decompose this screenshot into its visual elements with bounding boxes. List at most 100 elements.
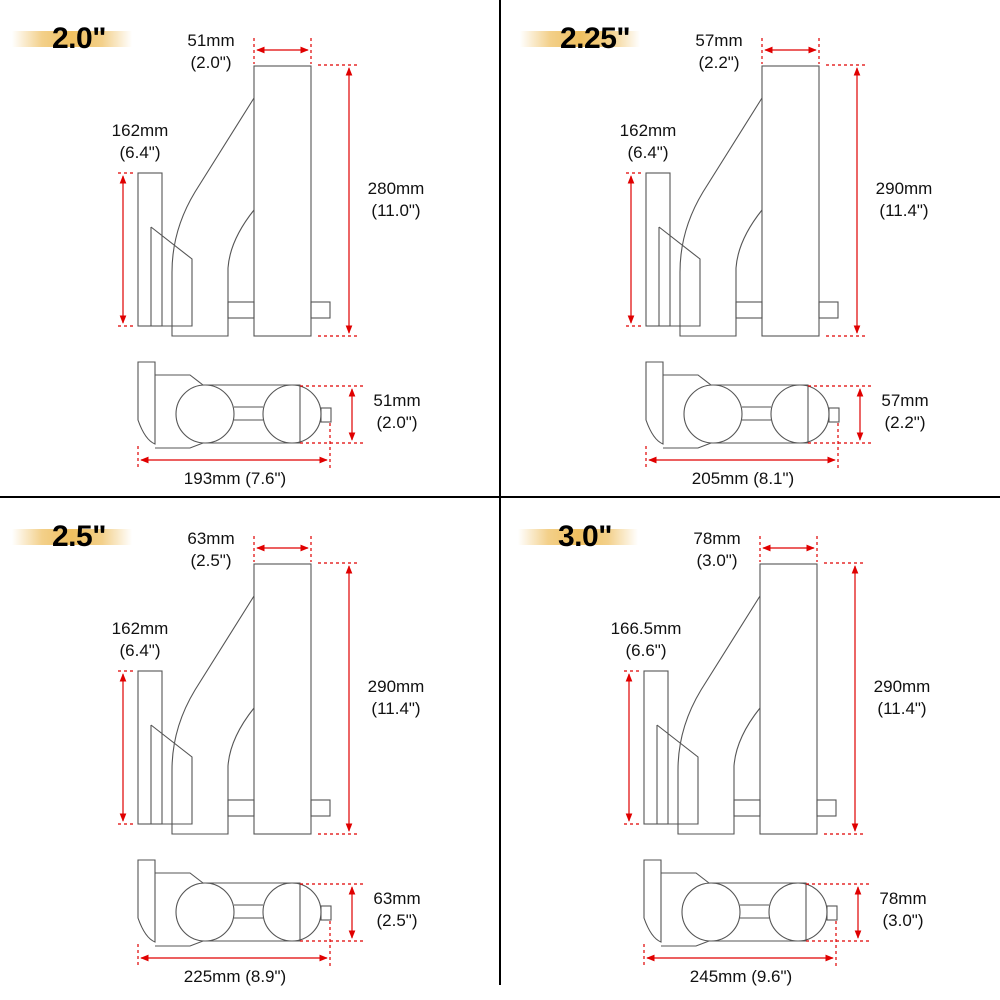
ball-1 <box>175 384 235 444</box>
height-label: 280mm (11.0") <box>356 178 436 222</box>
height-label: 290mm (11.4") <box>864 178 944 222</box>
top-width-mm: 57mm <box>695 31 743 50</box>
quadrant-2-5: 2.5" 63mm (2.5") 290mm (11.4") 162mm (6.… <box>0 500 500 1000</box>
back-plate <box>137 670 163 825</box>
top-width-label: 78mm (3.0") <box>682 528 752 572</box>
pin <box>310 799 331 817</box>
side-width-label: 51mm (2.0") <box>362 390 432 434</box>
plate-height-in: (6.4") <box>119 641 161 660</box>
plate-height-label: 166.5mm (6.6") <box>596 618 696 662</box>
main-shank <box>253 563 312 835</box>
side-width-label: 78mm (3.0") <box>868 888 938 932</box>
main-shank <box>253 65 312 337</box>
drawing-2 <box>118 536 365 966</box>
plate-height-mm: 166.5mm <box>610 619 682 638</box>
pin <box>310 301 331 319</box>
gusset <box>679 97 763 337</box>
overall-length-label: 205mm (8.1") <box>658 468 828 490</box>
drawing-1 <box>626 38 873 468</box>
quadrant-3-0: 3.0" 78mm (3.0") 290mm (11.4") 166.5mm (… <box>500 500 1000 1000</box>
back-plate <box>643 670 669 825</box>
ball-2 <box>262 384 322 444</box>
side-width-mm: 63mm <box>373 889 421 908</box>
body-outline <box>661 872 807 947</box>
badge-glow <box>520 31 640 47</box>
side-width-in: (2.5") <box>376 911 418 930</box>
body-outline <box>663 374 809 449</box>
pin <box>816 799 837 817</box>
wedge <box>644 724 699 825</box>
height-in: (11.4") <box>371 699 421 718</box>
vertical-divider <box>499 0 501 985</box>
plate-height-label: 162mm (6.4") <box>90 120 190 164</box>
drawing-3 <box>624 536 871 966</box>
top-width-label: 51mm (2.0") <box>176 30 246 74</box>
height-in: (11.0") <box>371 201 421 220</box>
height-in: (11.4") <box>879 201 929 220</box>
side-width-in: (2.2") <box>884 413 926 432</box>
tow-plate <box>137 361 156 445</box>
body-outline <box>155 374 301 449</box>
pin <box>818 301 839 319</box>
height-label: 290mm (11.4") <box>862 676 942 720</box>
overall-length-label: 225mm (8.9") <box>150 966 320 988</box>
plate-height-mm: 162mm <box>111 121 169 140</box>
wedge <box>138 226 193 327</box>
hitch-size-label: 3.0" <box>558 520 612 553</box>
gusset <box>171 595 255 835</box>
ball-1 <box>683 384 743 444</box>
plate-height-label: 162mm (6.4") <box>598 120 698 164</box>
overall-length: 245mm (9.6") <box>689 967 793 986</box>
plate-height-mm: 162mm <box>111 619 169 638</box>
back-plate <box>137 172 163 327</box>
side-width-label: 63mm (2.5") <box>362 888 432 932</box>
badge-glow <box>518 529 638 545</box>
top-width-in: (2.5") <box>190 551 232 570</box>
hitch-size-label: 2.0" <box>52 22 106 55</box>
main-shank <box>759 563 818 835</box>
height-in: (11.4") <box>877 699 927 718</box>
side-width-mm: 57mm <box>881 391 929 410</box>
top-width-label: 63mm (2.5") <box>176 528 246 572</box>
height-mm: 290mm <box>873 677 931 696</box>
tow-plate <box>645 361 664 445</box>
quadrant-2-25: 2.25" 57mm (2.2") 290mm (11.4") 162mm (6… <box>500 0 1000 500</box>
ball-2 <box>770 384 830 444</box>
plate-height-in: (6.6") <box>625 641 667 660</box>
overall-length-label: 245mm (9.6") <box>656 966 826 988</box>
overall-length: 225mm (8.9") <box>183 967 287 986</box>
side-width-in: (3.0") <box>882 911 924 930</box>
top-width-label: 57mm (2.2") <box>684 30 754 74</box>
body-outline <box>155 872 301 947</box>
side-width-mm: 51mm <box>373 391 421 410</box>
top-width-in: (2.2") <box>698 53 740 72</box>
side-width-label: 57mm (2.2") <box>870 390 940 434</box>
main-shank <box>761 65 820 337</box>
plate-height-in: (6.4") <box>119 143 161 162</box>
top-width-mm: 78mm <box>693 529 741 548</box>
gusset <box>171 97 255 337</box>
wedge <box>138 724 193 825</box>
hitch-size-label: 2.25" <box>560 22 631 55</box>
height-mm: 290mm <box>875 179 933 198</box>
height-mm: 280mm <box>367 179 425 198</box>
overall-length: 205mm (8.1") <box>691 469 795 488</box>
badge-glow <box>12 529 132 545</box>
badge-glow <box>12 31 132 47</box>
overall-length: 193mm (7.6") <box>183 469 287 488</box>
top-width-mm: 63mm <box>187 529 235 548</box>
back-plate <box>645 172 671 327</box>
top-width-mm: 51mm <box>187 31 235 50</box>
side-width-in: (2.0") <box>376 413 418 432</box>
top-width-in: (2.0") <box>190 53 232 72</box>
top-width-in: (3.0") <box>696 551 738 570</box>
plate-height-mm: 162mm <box>619 121 677 140</box>
wedge <box>646 226 701 327</box>
ball-1 <box>175 882 235 942</box>
tow-plate <box>643 859 662 943</box>
hitch-size-label: 2.5" <box>52 520 106 553</box>
quadrant-2-0: 2.0" 51mm (2.0") 280mm (11.0") 162mm (6.… <box>0 0 500 500</box>
drawing-0 <box>118 38 365 468</box>
plate-height-in: (6.4") <box>627 143 669 162</box>
ball-2 <box>262 882 322 942</box>
